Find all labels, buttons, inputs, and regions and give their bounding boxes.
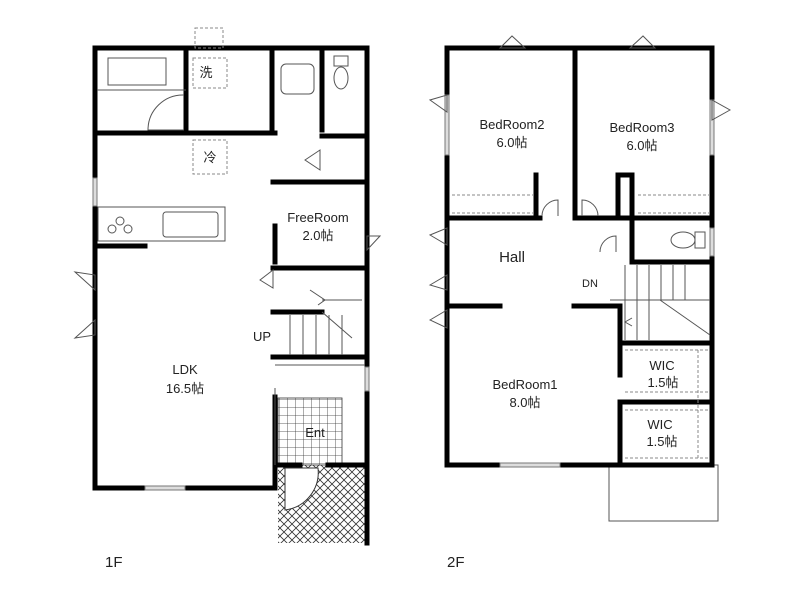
floor-title-1f: 1F (105, 554, 123, 571)
label-ldk: LDK (172, 362, 198, 377)
window-kitchen (92, 177, 98, 207)
entrance-tiles (277, 397, 343, 466)
door-swings-2f (428, 35, 732, 329)
label-washroom: 洗 (199, 65, 212, 80)
label-hall: Hall (499, 249, 525, 266)
window-ldk-south (144, 485, 186, 491)
window-bedroom1 (499, 462, 561, 468)
label-entrance: Ent (305, 425, 325, 440)
toilet-icon (333, 66, 349, 90)
label-bedroom2-size: 6.0帖 (496, 135, 527, 150)
floor-1f: 洗 冷 FreeRoom 2.0帖 UP LDK 16.5帖 Ent 1F (73, 27, 382, 571)
floor-2f: BedRoom2 6.0帖 BedRoom3 6.0帖 Hall DN BedR… (428, 35, 732, 571)
label-wic1: WIC (649, 358, 674, 373)
door-swings-1f (73, 149, 382, 339)
label-wic2: WIC (647, 417, 672, 432)
sink-icon (280, 63, 315, 95)
window-toilet-2f (709, 227, 715, 257)
label-wic2-size: 1.5帖 (646, 434, 677, 449)
label-freeroom: FreeRoom (287, 210, 348, 225)
stairs-2f (610, 265, 711, 340)
kitchen-counter (97, 206, 226, 242)
label-wic1-size: 1.5帖 (647, 375, 678, 390)
label-bedroom3-size: 6.0帖 (626, 138, 657, 153)
bathtub (107, 57, 167, 86)
label-freeroom-size: 2.0帖 (302, 228, 333, 243)
balcony (608, 464, 719, 522)
floor-title-2f: 2F (447, 554, 465, 571)
kitchen-sink (162, 211, 219, 238)
stove-icon (115, 216, 125, 226)
fridge-space (192, 139, 228, 175)
bedroom-doors (541, 199, 617, 253)
window-entrance (364, 366, 370, 392)
label-bedroom3: BedRoom3 (609, 120, 674, 135)
vent-wash (194, 27, 224, 49)
label-bedroom1-size: 8.0帖 (509, 395, 540, 410)
label-ldk-size: 16.5帖 (166, 381, 204, 396)
label-bedroom2: BedRoom2 (479, 117, 544, 132)
label-stairs-up: UP (253, 329, 271, 344)
label-bedroom1: BedRoom1 (492, 377, 557, 392)
closets (452, 194, 710, 460)
walls-2f (444, 45, 715, 468)
stairs-1f (274, 289, 365, 465)
toilet-2f-icon (670, 231, 696, 249)
label-stairs-down: DN (582, 278, 598, 290)
entrance-door (284, 467, 319, 511)
bath-door (147, 94, 185, 131)
walls-1f (92, 45, 370, 546)
label-fridge: 冷 (203, 150, 216, 165)
washer-space (192, 57, 228, 89)
toilet-tank-icon (333, 55, 349, 67)
